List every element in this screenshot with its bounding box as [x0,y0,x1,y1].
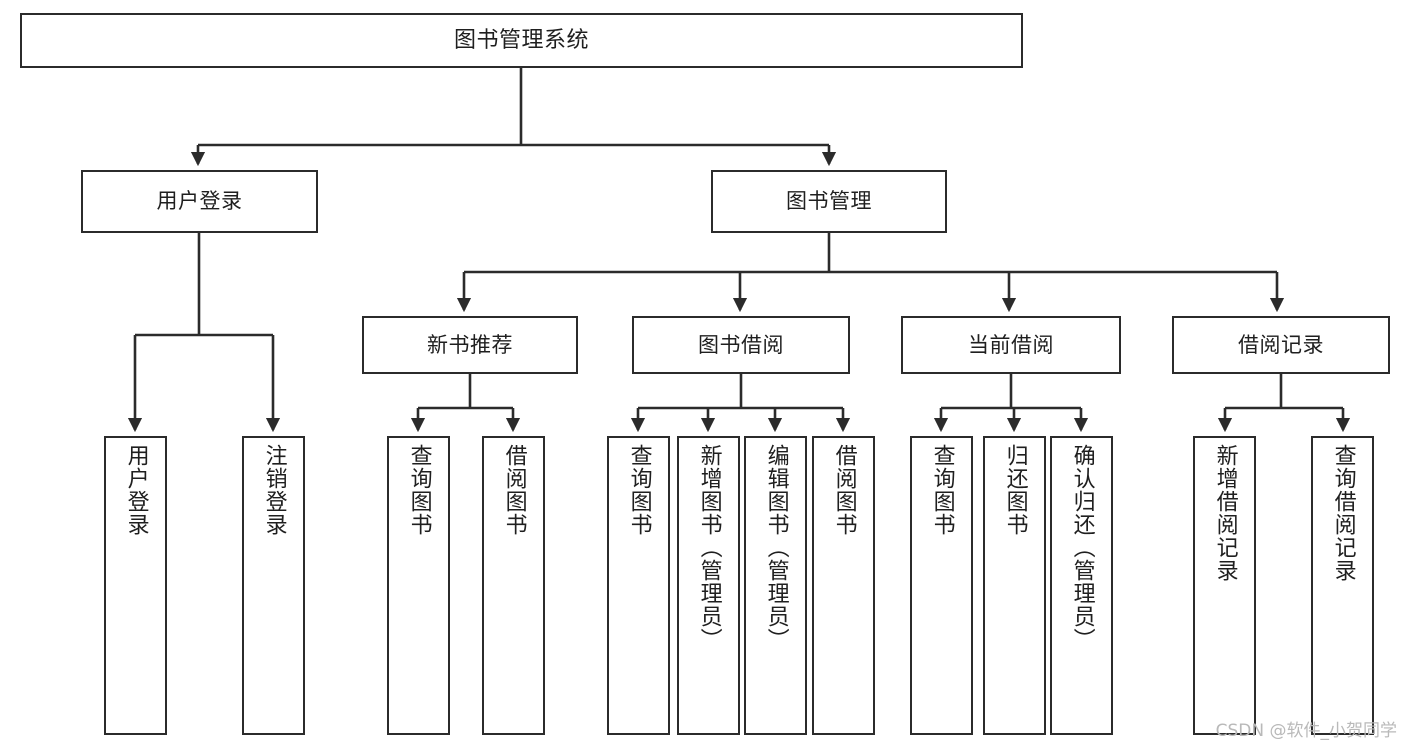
node-label: 借阅图书 [831,444,857,536]
node-label: 确认归还（管理员） [1069,444,1095,651]
node-label: 用户登录 [123,444,149,536]
node-label: 借阅记录 [1238,332,1324,357]
node-label: 借阅图书 [501,444,527,536]
node-level2-1[interactable]: 图书借阅 [632,316,850,374]
node-label: 注销登录 [261,444,287,536]
node-leaf-7[interactable]: 借阅图书 [812,436,875,735]
node-label: 查询图书 [929,444,955,536]
node-root[interactable]: 图书管理系统 [20,13,1023,68]
node-label: 图书管理系统 [453,27,589,53]
node-level2-0[interactable]: 新书推荐 [362,316,578,374]
node-leaf-6[interactable]: 编辑图书（管理员） [744,436,807,735]
node-label: 图书借阅 [698,332,784,357]
node-leaf-12[interactable]: 查询借阅记录 [1311,436,1374,735]
node-label: 查询借阅记录 [1330,444,1356,582]
node-label: 图书管理 [786,189,872,214]
node-leaf-3[interactable]: 借阅图书 [482,436,545,735]
node-leaf-8[interactable]: 查询图书 [910,436,973,735]
node-label: 新增借阅记录 [1212,444,1238,582]
node-level1-1[interactable]: 图书管理 [711,170,947,233]
node-label: 当前借阅 [968,332,1054,357]
node-label: 新书推荐 [427,332,513,357]
node-label: 查询图书 [406,444,432,536]
node-label: 编辑图书（管理员） [763,444,789,651]
node-leaf-1[interactable]: 注销登录 [242,436,305,735]
node-leaf-4[interactable]: 查询图书 [607,436,670,735]
node-label: 查询图书 [626,444,652,536]
node-leaf-0[interactable]: 用户登录 [104,436,167,735]
node-label: 新增图书（管理员） [696,444,722,651]
node-level2-2[interactable]: 当前借阅 [901,316,1121,374]
node-level2-3[interactable]: 借阅记录 [1172,316,1390,374]
node-leaf-10[interactable]: 确认归还（管理员） [1050,436,1113,735]
node-leaf-9[interactable]: 归还图书 [983,436,1046,735]
node-leaf-2[interactable]: 查询图书 [387,436,450,735]
node-label: 归还图书 [1002,444,1028,536]
node-label: 用户登录 [156,189,243,214]
node-level1-0[interactable]: 用户登录 [81,170,318,233]
node-leaf-5[interactable]: 新增图书（管理员） [677,436,740,735]
watermark: CSDN @软件_小贺同学 [1215,721,1397,741]
node-leaf-11[interactable]: 新增借阅记录 [1193,436,1256,735]
